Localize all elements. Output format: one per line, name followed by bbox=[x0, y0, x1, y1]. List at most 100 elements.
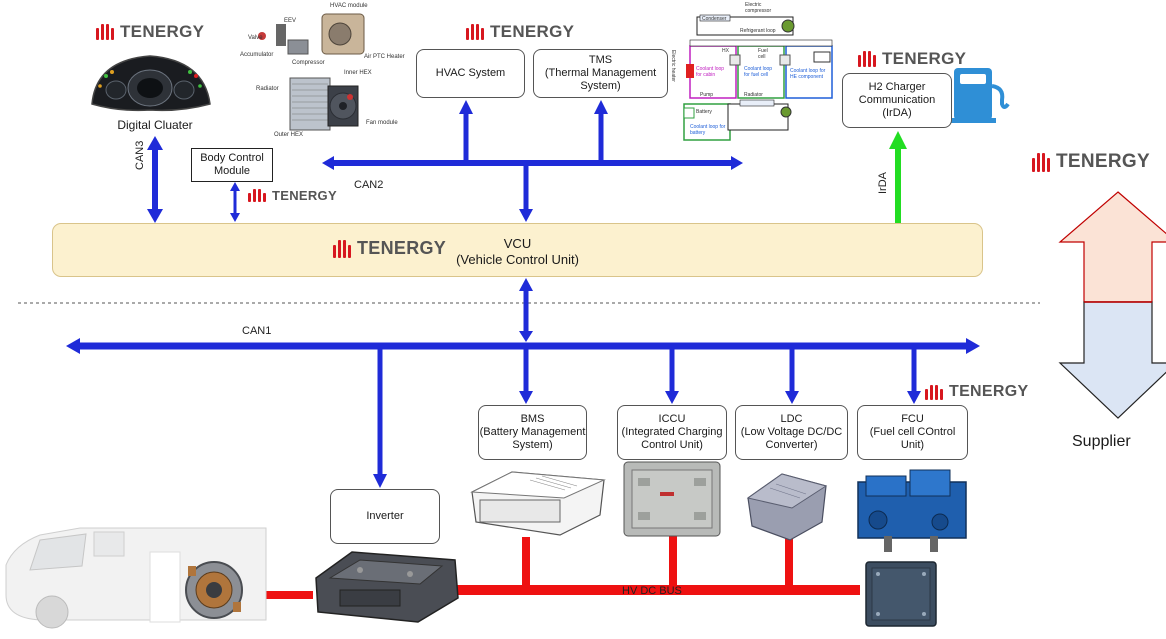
irda-link bbox=[889, 131, 907, 223]
fuel-cell-stack-image bbox=[865, 561, 937, 627]
hvac-part-label: Valve bbox=[248, 35, 263, 41]
vcu-title: VCU bbox=[503, 236, 532, 251]
box-line: Body Control bbox=[200, 152, 264, 164]
brand-text: TENERGY bbox=[120, 22, 205, 41]
tms-part-label: Coolant loop for HE component bbox=[790, 68, 826, 80]
digital-cluster-caption: Digital Cluater bbox=[117, 118, 193, 132]
brand-text: TENERGY bbox=[1056, 151, 1150, 172]
hvac-part-label: Outer HEX bbox=[274, 132, 304, 138]
vcu-can1-link bbox=[519, 278, 533, 342]
can1-ldc-link bbox=[785, 349, 799, 404]
tms-part-label: Condenser bbox=[702, 16, 727, 22]
brand-mark-icon bbox=[925, 384, 943, 400]
brand-logo-can2: TENERGY bbox=[466, 22, 574, 42]
tms-part-label: Coolant loop for cabin bbox=[696, 66, 725, 78]
hvac-part-label: Radiator bbox=[256, 86, 279, 92]
box-line: FCU bbox=[901, 413, 924, 425]
box-line: Unit) bbox=[900, 439, 925, 451]
can1-iccu-link bbox=[665, 349, 679, 404]
box-line: (Thermal Management bbox=[544, 67, 657, 79]
can3-label: CAN3 bbox=[134, 140, 146, 170]
iccu-hardware-image bbox=[623, 461, 721, 537]
box-line: (Low Voltage DC/DC bbox=[740, 426, 843, 438]
box-line: H2 Charger bbox=[868, 81, 926, 93]
brand-logo-vcu: TENERGY bbox=[333, 238, 446, 259]
motor-image bbox=[185, 561, 243, 619]
bms-hardware-image bbox=[470, 471, 606, 536]
brand-mark-icon bbox=[248, 189, 266, 202]
can2-hvac-link bbox=[459, 100, 473, 160]
box-line: HVAC System bbox=[435, 67, 506, 79]
brand-mark-icon bbox=[333, 239, 351, 258]
inverter-box[interactable]: Inverter bbox=[330, 489, 440, 544]
box-line: Communication bbox=[858, 94, 936, 106]
hvac-part-label: Accumulator bbox=[240, 52, 274, 58]
brand-text: TENERGY bbox=[272, 188, 337, 203]
inverter-hardware-image bbox=[315, 551, 459, 623]
box-line: LDC bbox=[780, 413, 803, 425]
irda-label: IrDA bbox=[877, 172, 889, 194]
tms-part-label: Electric compressor bbox=[745, 2, 772, 14]
can2-vcu-link bbox=[519, 166, 533, 222]
brand-logo-h2: TENERGY bbox=[858, 49, 966, 69]
hv-dc-bus bbox=[253, 535, 860, 599]
tms-part-label: Pump bbox=[700, 92, 714, 98]
brand-mark-icon bbox=[1032, 152, 1050, 172]
box-line: Converter) bbox=[765, 439, 818, 451]
box-line: (Battery Management bbox=[479, 426, 586, 438]
body-control-link bbox=[230, 182, 240, 222]
can2-tms-link bbox=[594, 100, 608, 160]
can3-link bbox=[147, 136, 163, 223]
tms-part-label: Fuel cell bbox=[758, 48, 768, 60]
brand-logo-cluster: TENERGY bbox=[96, 22, 204, 42]
hvac-part-label: Inner HEX bbox=[344, 70, 372, 76]
digital-cluster-image bbox=[91, 55, 211, 112]
vcu-box[interactable]: TENERGY VCU (Vehicle Control Unit) bbox=[52, 223, 983, 277]
box-line: System) bbox=[512, 439, 553, 451]
box-line: BMS bbox=[520, 413, 545, 425]
hvac-part-label: Compressor bbox=[292, 60, 325, 66]
brand-text: TENERGY bbox=[949, 383, 1029, 400]
tms-part-label: Refrigerant loop bbox=[740, 28, 776, 34]
can1-label: CAN1 bbox=[242, 325, 272, 337]
brand-text: TENERGY bbox=[882, 49, 967, 68]
tms-part-label: Radiator bbox=[744, 92, 763, 98]
brand-logo-body-control: TENERGY bbox=[248, 188, 337, 203]
brand-mark-icon bbox=[466, 24, 484, 40]
hvac-part-label: HVAC module bbox=[330, 3, 368, 9]
brand-text: TENERGY bbox=[490, 22, 575, 41]
box-line: Control Unit) bbox=[641, 439, 703, 451]
hvac-part-label: Air PTC Heater bbox=[364, 54, 405, 60]
box-line: ICCU bbox=[658, 413, 686, 425]
can1-inverter-link bbox=[373, 349, 387, 488]
supplier-double-arrow bbox=[1058, 191, 1166, 419]
box-line: (Integrated Charging bbox=[621, 426, 723, 438]
box-line: Inverter bbox=[366, 510, 404, 522]
can1-fcu-link bbox=[907, 349, 921, 404]
tms-part-label: Battery bbox=[696, 109, 712, 115]
box-line: System) bbox=[580, 80, 621, 92]
brand-mark-icon bbox=[96, 24, 114, 40]
brand-text: TENERGY bbox=[357, 238, 447, 258]
brand-mark-icon bbox=[858, 51, 876, 67]
fcu-hardware-image bbox=[857, 469, 967, 552]
can2-bus bbox=[322, 156, 743, 170]
can1-bms-link bbox=[519, 349, 533, 404]
tms-loop-diagram-image bbox=[683, 14, 833, 141]
hvac-system-box[interactable]: HVAC System bbox=[416, 49, 525, 98]
hvac-part-label: Fan module bbox=[366, 120, 398, 126]
brand-logo-fcu: TENERGY bbox=[925, 383, 1028, 401]
brand-logo-side: TENERGY bbox=[1032, 151, 1150, 173]
ldc-hardware-image bbox=[746, 473, 828, 541]
box-line: (Fuel cell COntrol bbox=[869, 426, 956, 438]
tms-part-label: Coolant loop for battery bbox=[690, 124, 726, 136]
can2-label: CAN2 bbox=[354, 179, 384, 191]
